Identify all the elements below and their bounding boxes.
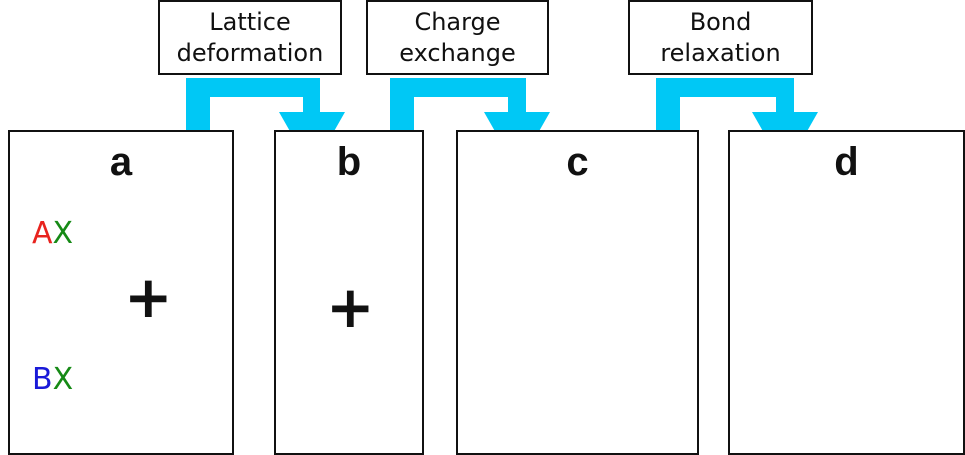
step-box-lattice-deformation: Lattice deformation: [158, 0, 342, 75]
step-label-line1: Bond: [689, 7, 752, 36]
step-box-bond-relaxation: Bond relaxation: [628, 0, 813, 75]
plus-sign: +: [326, 273, 375, 341]
panel-a: a AX + BX: [8, 130, 234, 455]
step-label-line1: Lattice: [209, 7, 291, 36]
panel-letter: a: [109, 140, 133, 184]
plus-sign: +: [124, 263, 173, 331]
panel-letter: b: [336, 140, 362, 184]
panel-letter: c: [566, 140, 589, 184]
panel-b: b +: [274, 130, 424, 455]
species-x: X: [52, 362, 74, 397]
species-a: A: [32, 216, 53, 251]
panel-c: c: [456, 130, 699, 455]
species-label-bx: BX: [32, 362, 73, 398]
panel-d: d: [728, 130, 965, 455]
step-label-line1: Charge: [414, 7, 501, 36]
panel-letter: d: [834, 140, 859, 184]
step-label-line2: relaxation: [660, 38, 781, 67]
step-label-line2: exchange: [399, 38, 516, 67]
step-label-line2: deformation: [176, 38, 324, 67]
step-box-charge-exchange: Charge exchange: [366, 0, 549, 75]
species-label-ax: AX: [32, 216, 73, 252]
species-x: X: [52, 216, 74, 251]
species-b: B: [32, 362, 53, 397]
